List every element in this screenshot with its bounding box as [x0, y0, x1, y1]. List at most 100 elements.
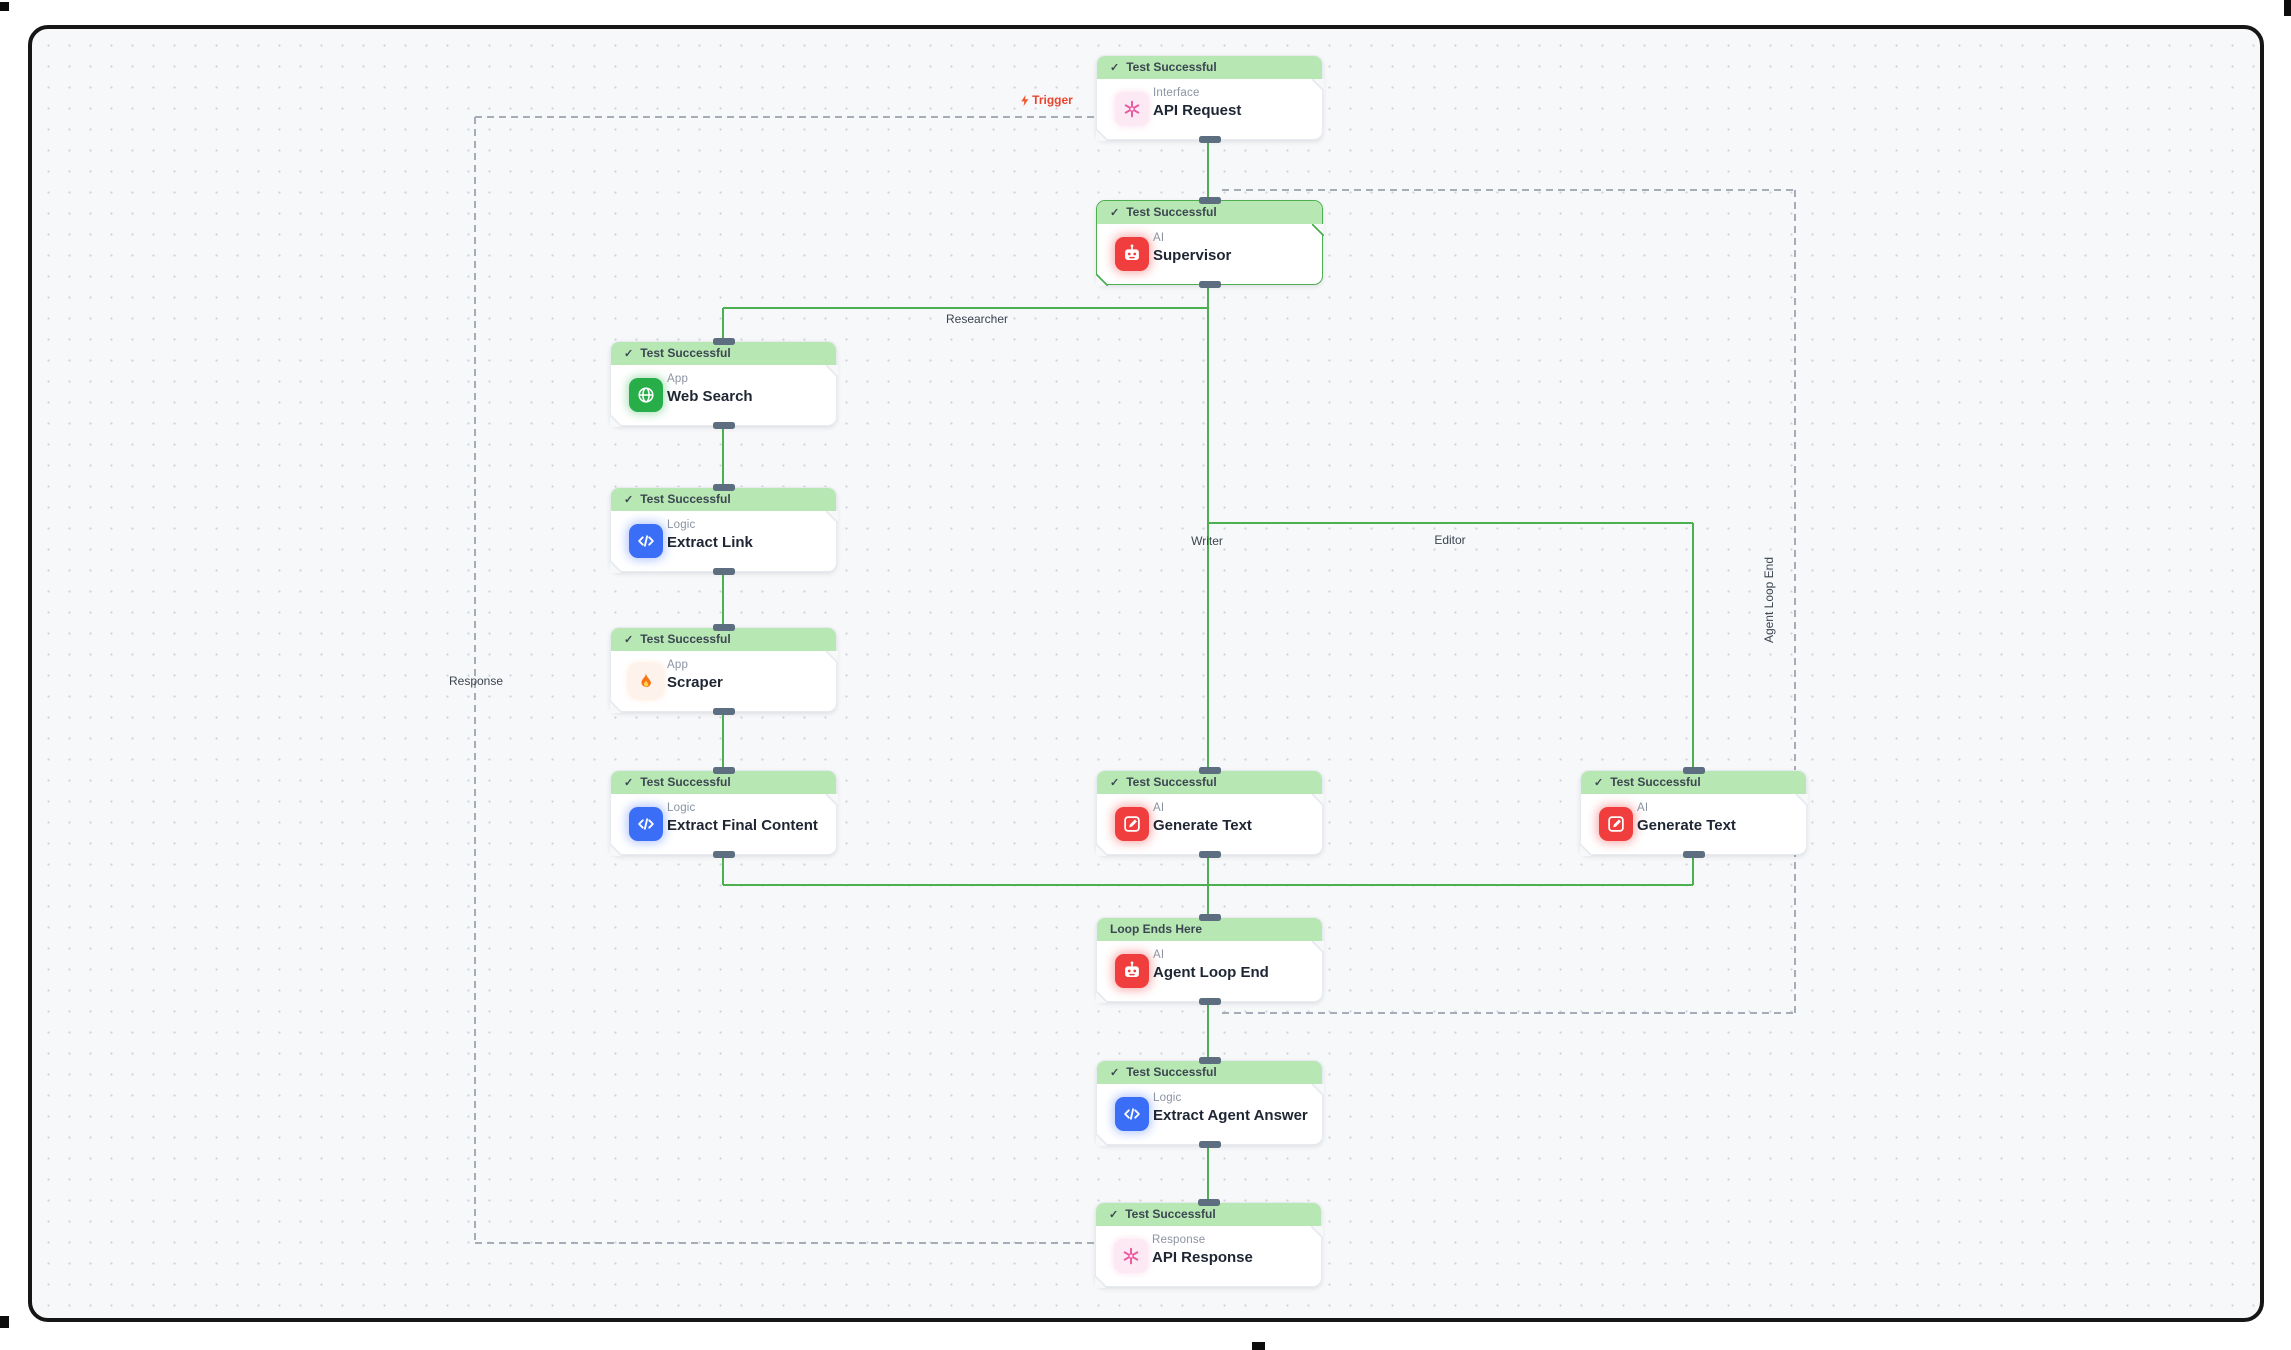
edge-connector [723, 307, 1208, 309]
top-connection-handle[interactable] [712, 767, 735, 774]
node-status-text: Loop Ends Here [1110, 922, 1203, 936]
write-icon [1599, 807, 1633, 841]
check-icon: ✓ [1110, 1067, 1120, 1079]
corner-notch [1311, 794, 1324, 806]
screen-artifact [1252, 1342, 1265, 1350]
node-title: Scraper [667, 674, 723, 691]
edge-connector [722, 308, 724, 339]
node-kind-label: Logic [667, 519, 696, 531]
node-kind-label: App [667, 373, 689, 385]
check-icon: ✓ [1110, 62, 1120, 74]
bottom-connection-handle[interactable] [1198, 281, 1221, 288]
top-connection-handle[interactable] [712, 338, 735, 345]
write-icon [1115, 807, 1149, 841]
edge-connector [722, 426, 724, 485]
bottom-connection-handle[interactable] [712, 708, 735, 715]
edge-label-text: Editor [1434, 533, 1466, 547]
edge-connector [1207, 1002, 1209, 1058]
top-connection-handle[interactable] [1198, 914, 1221, 921]
node-title: API Response [1152, 1249, 1253, 1266]
top-connection-handle[interactable] [712, 484, 735, 491]
top-connection-handle[interactable] [1198, 1057, 1221, 1064]
top-connection-handle[interactable] [1682, 767, 1705, 774]
check-icon: ✓ [624, 348, 634, 360]
edge-connector-dashed [475, 1242, 1094, 1244]
node-title: Agent Loop End [1153, 964, 1269, 981]
lightning-icon [1021, 94, 1029, 106]
node-title: Extract Link [667, 534, 753, 551]
edge-connector [1207, 285, 1209, 768]
bottom-connection-handle[interactable] [712, 422, 735, 429]
check-icon: ✓ [1110, 777, 1120, 789]
corner-notch [609, 414, 622, 427]
corner-notch [1795, 794, 1808, 806]
check-icon: ✓ [624, 494, 634, 506]
node-title: Generate Text [1637, 817, 1736, 834]
top-connection-handle[interactable] [1198, 767, 1221, 774]
node-status-header: ✓Test Successful [611, 771, 836, 794]
code-icon [1115, 1097, 1149, 1131]
check-icon: ✓ [624, 777, 634, 789]
robot-icon [1115, 954, 1149, 988]
corner-notch [1311, 79, 1324, 91]
bottom-connection-handle[interactable] [1198, 851, 1221, 858]
node-kind-label: Logic [667, 802, 696, 814]
node-status-header: ✓Test Successful [611, 488, 836, 511]
bottom-connection-handle[interactable] [1198, 998, 1221, 1005]
node-status-text: Test Successful [1126, 1065, 1217, 1079]
edge-connector [1692, 855, 1694, 885]
bottom-connection-handle[interactable] [712, 568, 735, 575]
top-connection-handle[interactable] [1198, 197, 1221, 204]
top-connection-handle[interactable] [1197, 1199, 1220, 1206]
corner-notch [1311, 941, 1324, 953]
node-status-header: ✓Test Successful [1096, 1203, 1321, 1226]
edge-connector [1207, 855, 1209, 915]
node-title: Web Search [667, 388, 753, 405]
corner-notch [1095, 843, 1108, 856]
bottom-connection-handle[interactable] [1682, 851, 1705, 858]
edge-label-researcher: Researcher [946, 312, 1008, 326]
corner-notch [1094, 1275, 1107, 1288]
node-title: Extract Final Content [667, 817, 818, 834]
flame-icon [629, 664, 663, 698]
node-title: Supervisor [1153, 247, 1232, 264]
node-title: API Request [1153, 102, 1242, 119]
bottom-connection-handle[interactable] [712, 851, 735, 858]
edge-connector [1207, 140, 1209, 198]
corner-notch [825, 365, 838, 377]
check-icon: ✓ [1110, 207, 1120, 219]
screen-artifact [2284, 0, 2291, 16]
edge-label-trigger: Trigger [1019, 93, 1073, 107]
bottom-connection-handle[interactable] [1198, 1141, 1221, 1148]
bottom-connection-handle[interactable] [1198, 136, 1221, 143]
node-status-header: ✓ Test Successful [1097, 201, 1322, 224]
corner-notch [1310, 1226, 1323, 1238]
edge-connector [1207, 1145, 1209, 1200]
edge-connector-dashed [1222, 1012, 1795, 1014]
top-connection-handle[interactable] [712, 624, 735, 631]
edge-label-text: Researcher [945, 312, 1009, 326]
node-status-text: Test Successful [1126, 205, 1217, 219]
edge-label-writer: Writer [1191, 534, 1223, 548]
